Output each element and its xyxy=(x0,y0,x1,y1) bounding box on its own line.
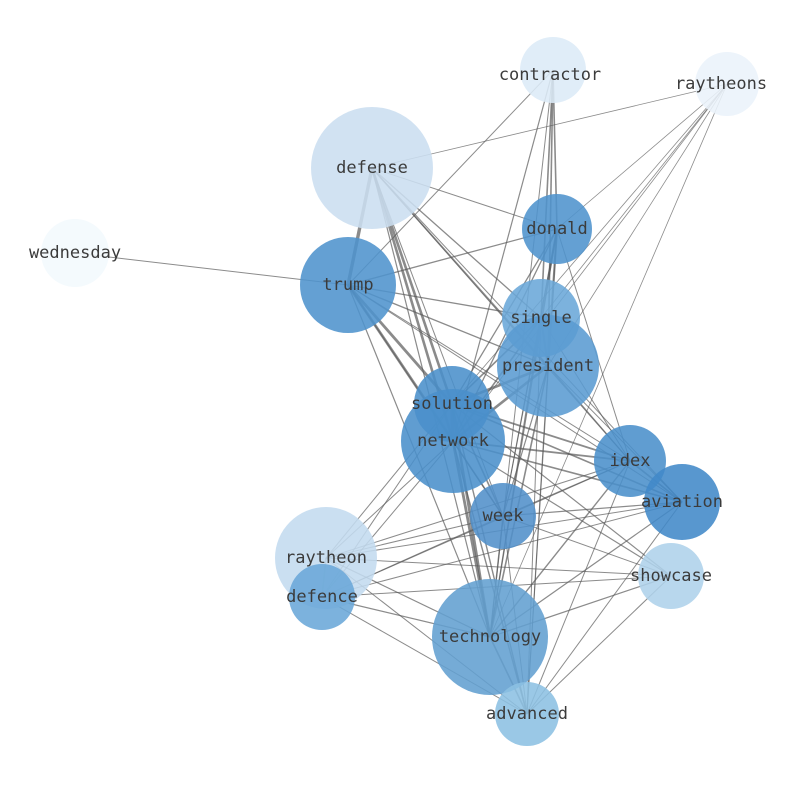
graph-edge xyxy=(325,557,672,577)
graph-edge xyxy=(489,83,728,638)
graph-node-donald[interactable] xyxy=(522,194,592,264)
graph-node-advanced[interactable] xyxy=(495,682,559,746)
graph-node-technology[interactable] xyxy=(432,579,548,695)
graph-node-week[interactable] xyxy=(470,483,536,549)
graph-edge xyxy=(540,69,554,319)
graph-node-trump[interactable] xyxy=(300,237,396,333)
graph-node-showcase[interactable] xyxy=(638,543,704,609)
graph-edge xyxy=(526,575,672,715)
graph-edge xyxy=(556,83,728,230)
graph-edge xyxy=(452,83,728,442)
graph-edge xyxy=(321,501,683,598)
graph-edge xyxy=(347,69,554,286)
graph-node-idex[interactable] xyxy=(594,425,666,497)
graph-node-network[interactable] xyxy=(401,389,505,493)
graph-node-defence[interactable] xyxy=(289,564,355,630)
graph-edge xyxy=(371,167,631,462)
graph-node-contractor[interactable] xyxy=(520,37,586,103)
graph-node-defense[interactable] xyxy=(311,107,433,229)
node-layer xyxy=(41,37,759,746)
graph-node-president[interactable] xyxy=(497,315,599,417)
graph-node-aviation[interactable] xyxy=(644,464,720,540)
graph-node-wednesday[interactable] xyxy=(41,219,109,287)
graph-node-raytheons[interactable] xyxy=(695,52,759,116)
graph-edge xyxy=(526,460,631,715)
graph-edge xyxy=(347,284,631,462)
graph-edge xyxy=(540,83,728,319)
graph-edge xyxy=(526,501,683,715)
